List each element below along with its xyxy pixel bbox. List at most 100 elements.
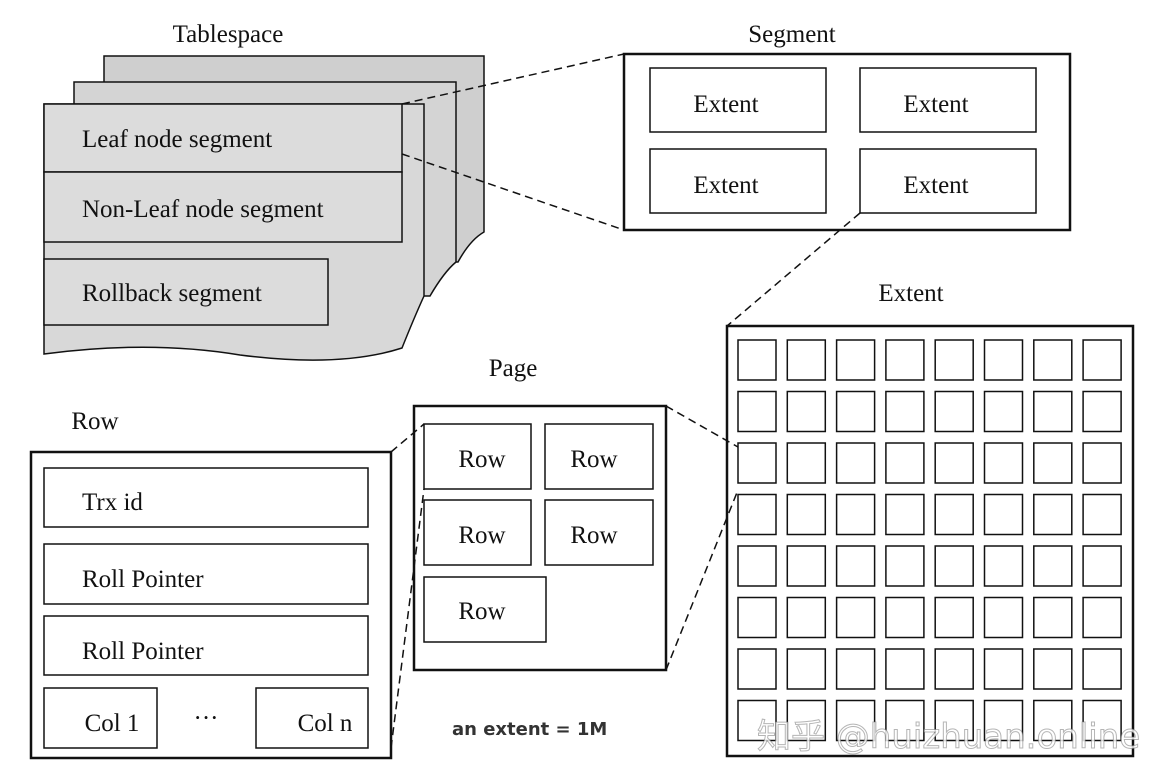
tablespace-stack: Leaf node segment Non-Leaf node segment …	[43, 55, 485, 361]
extent-page-cell	[786, 545, 827, 587]
segment-title: Segment	[748, 21, 836, 48]
row-col-1-box	[43, 687, 158, 749]
connector-row-page-top	[390, 423, 425, 453]
extent-page-cell	[1082, 596, 1122, 639]
page-row-label: Row	[570, 446, 617, 473]
segment-extent-label: Extent	[903, 172, 968, 199]
extent-page-cell	[1082, 390, 1122, 433]
extent-page-cell	[885, 339, 925, 381]
extent-page-cell	[1033, 390, 1073, 433]
rollback-segment-box	[43, 258, 329, 326]
connector-tablespace-segment-bottom	[401, 153, 625, 231]
row-col-n-label: Col n	[298, 710, 353, 737]
rollback-segment-label: Rollback segment	[82, 280, 262, 307]
extent-page-cell	[786, 493, 827, 536]
extent-page-cell	[885, 596, 925, 639]
extent-page-cell	[983, 545, 1024, 587]
extent-page-cell	[1082, 493, 1122, 536]
extent-page-cell	[934, 699, 974, 742]
segment-extent-label: Extent	[693, 91, 758, 118]
extent-page-cell	[983, 339, 1024, 381]
extent-page-cell	[934, 648, 974, 690]
extent-page-cell	[1082, 339, 1122, 381]
extent-page-cell	[737, 390, 777, 433]
segment-extent-box	[859, 148, 1037, 214]
extent-page-cell	[1033, 442, 1073, 484]
row-field-box	[43, 543, 369, 605]
extent-box	[725, 324, 1135, 758]
page-row-box	[544, 499, 654, 566]
row-field-box	[43, 467, 369, 528]
page-row-label: Row	[570, 522, 617, 549]
extent-page-cell	[934, 493, 974, 536]
page-row-box	[423, 423, 532, 490]
extent-page-cell	[983, 390, 1024, 433]
leaf-node-segment-label: Leaf node segment	[82, 126, 272, 153]
extent-page-cell	[983, 493, 1024, 536]
row-field-roll-pointer: Roll Pointer	[82, 566, 204, 593]
page-row-label: Row	[458, 522, 505, 549]
extent-page-cell	[934, 442, 974, 484]
row-col-n-box	[255, 687, 369, 749]
row-field-trx-id: Trx id	[82, 489, 143, 516]
extent-page-cell	[786, 648, 827, 690]
extent-page-cell	[885, 648, 925, 690]
extent-page-cell	[737, 339, 777, 381]
extent-page-cell	[1033, 699, 1073, 742]
extent-page-cell	[786, 699, 827, 742]
extent-page-cell	[1082, 545, 1122, 587]
extent-page-cell	[786, 596, 827, 639]
extent-page-cell	[737, 493, 777, 536]
segment-extent-box	[649, 148, 827, 214]
extent-page-cell	[1082, 442, 1122, 484]
extent-page-cell	[885, 442, 925, 484]
tablespace-title: Tablespace	[173, 21, 284, 48]
row-field-roll-pointer: Roll Pointer	[82, 638, 204, 665]
extent-page-cell	[737, 596, 777, 639]
connector-segment-extent	[726, 212, 861, 327]
connector-row-page-bottom	[390, 488, 425, 749]
connector-tablespace-segment-top	[401, 53, 625, 105]
segment-extent-label: Extent	[903, 91, 968, 118]
extent-page-cell	[835, 699, 876, 742]
segment-extent-box	[649, 67, 827, 133]
page-title: Page	[489, 355, 538, 382]
extent-page-cell	[786, 339, 827, 381]
row-col-ellipsis: ···	[194, 705, 219, 732]
extent-page-cell	[885, 699, 925, 742]
extent-page-cell	[835, 442, 876, 484]
row-field-box	[43, 615, 369, 676]
connector-page-extent-bottom	[665, 489, 739, 671]
extent-page-cell	[835, 596, 876, 639]
extent-page-cell	[1033, 493, 1073, 536]
extent-page-cell	[1033, 545, 1073, 587]
non-leaf-node-segment-box	[43, 171, 403, 243]
page-row-label: Row	[458, 598, 505, 625]
extent-size-caption: an extent = 1M	[452, 719, 607, 740]
extent-page-cell	[835, 493, 876, 536]
extent-page-cell	[1033, 339, 1073, 381]
extent-page-cell	[885, 493, 925, 536]
watermark-text: 知乎 @huizhuan.online	[757, 717, 1140, 757]
leaf-node-segment-box	[43, 103, 403, 173]
connector-page-extent-top	[665, 405, 739, 448]
non-leaf-node-segment-label: Non-Leaf node segment	[82, 196, 324, 223]
extent-page-grid	[737, 339, 1122, 742]
extent-page-cell	[1033, 596, 1073, 639]
extent-page-cell	[934, 545, 974, 587]
extent-page-cell	[737, 699, 777, 742]
extent-page-cell	[737, 442, 777, 484]
page-row-box	[423, 499, 532, 566]
extent-page-cell	[983, 442, 1024, 484]
extent-page-cell	[1082, 648, 1122, 690]
extent-page-cell	[737, 648, 777, 690]
row-title: Row	[71, 408, 118, 435]
extent-page-cell	[983, 596, 1024, 639]
extent-page-cell	[786, 390, 827, 433]
page-row-label: Row	[458, 446, 505, 473]
extent-page-cell	[934, 339, 974, 381]
extent-page-cell	[934, 390, 974, 433]
extent-page-cell	[786, 442, 827, 484]
extent-page-cell	[983, 648, 1024, 690]
